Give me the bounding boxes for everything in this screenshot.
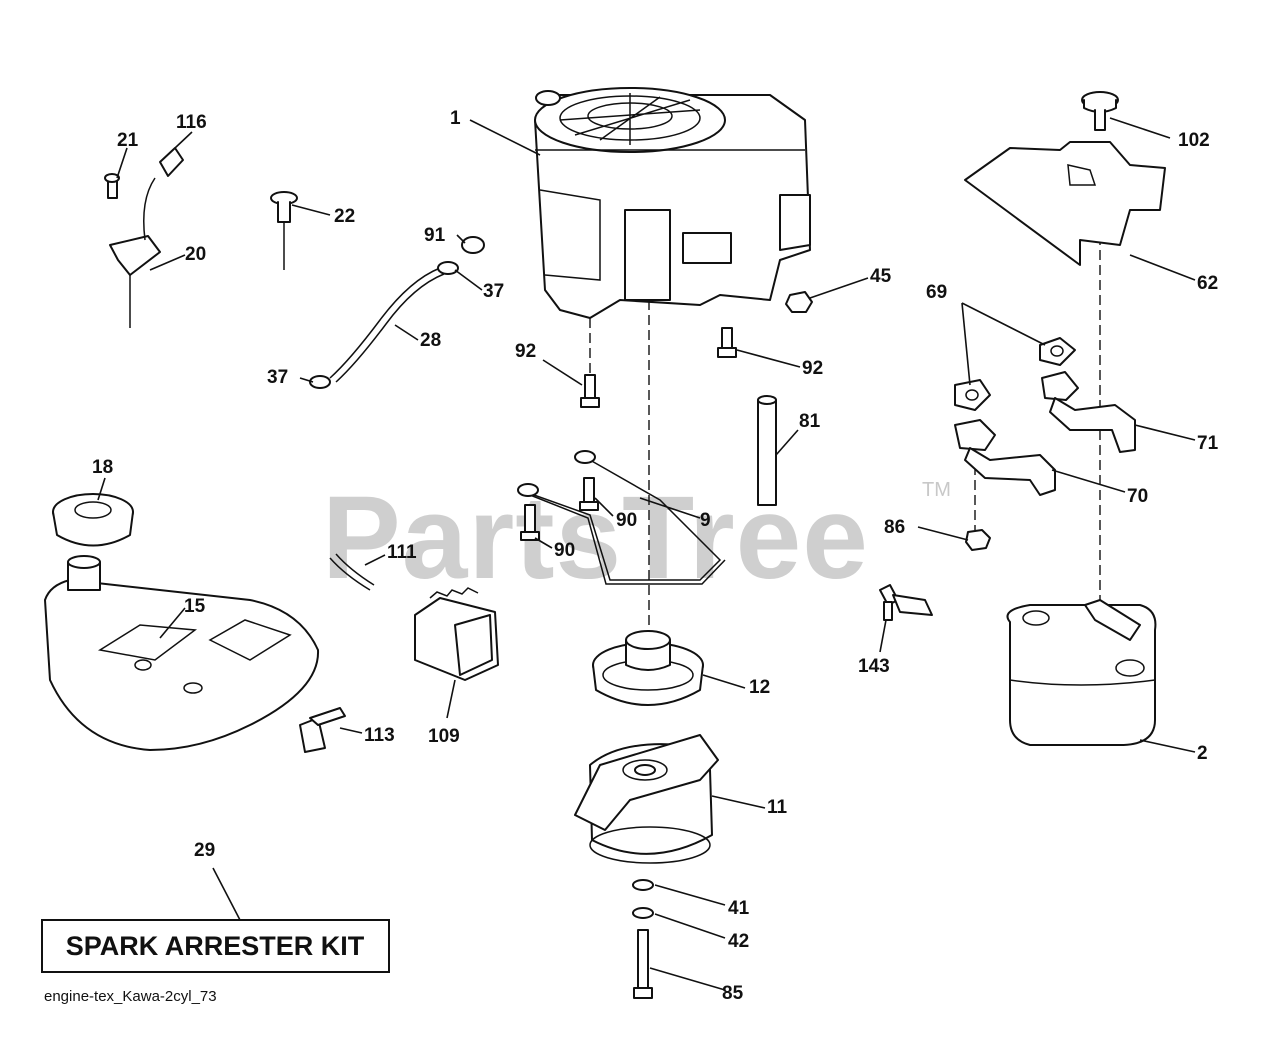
- callout-37-bottom: 37: [267, 367, 288, 388]
- callout-37-top: 37: [483, 281, 504, 302]
- spark-arrester-kit-callout[interactable]: SPARK ARRESTER KIT: [41, 919, 390, 973]
- callout-86: 86: [884, 517, 905, 538]
- callout-15: 15: [184, 596, 206, 617]
- spark-arrester-kit-label: SPARK ARRESTER KIT: [66, 931, 365, 961]
- drawing-identifier: engine-tex_Kawa-2cyl_73: [44, 988, 217, 1005]
- hose-part[interactable]: [329, 553, 375, 591]
- engine-bolt-part[interactable]: [580, 327, 737, 408]
- regulator-part[interactable]: [414, 587, 499, 681]
- callout-69: 69: [926, 282, 947, 303]
- engine-nut-part[interactable]: [785, 291, 813, 313]
- callout-62: 62: [1197, 273, 1218, 294]
- pulley-part[interactable]: [592, 630, 704, 706]
- callout-102: 102: [1178, 130, 1210, 151]
- callout-85: 85: [722, 983, 744, 1004]
- fuel-line-part[interactable]: [329, 267, 445, 383]
- callout-18: 18: [92, 457, 113, 478]
- callout-11: 11: [767, 797, 788, 818]
- callout-70: 70: [1127, 486, 1148, 507]
- callout-2: 2: [1197, 743, 1208, 764]
- callout-71: 71: [1197, 433, 1219, 454]
- nut-part[interactable]: [965, 529, 991, 551]
- callout-91: 91: [424, 225, 446, 246]
- wire-bracket-part[interactable]: [517, 450, 726, 585]
- engine-part[interactable]: [534, 87, 811, 319]
- callout-9: 9: [700, 510, 711, 531]
- leader-lines: [97, 117, 1196, 991]
- throttle-control-part[interactable]: [104, 147, 184, 328]
- switch-part[interactable]: [879, 584, 933, 621]
- fuel-cap-part[interactable]: [52, 493, 134, 547]
- bolt-part[interactable]: [520, 477, 599, 541]
- exhaust-gasket-part[interactable]: [954, 337, 1076, 411]
- callout-21: 21: [117, 130, 139, 151]
- clutch-bolt-part[interactable]: [633, 929, 653, 999]
- callout-28: 28: [420, 330, 441, 351]
- heat-shield-part[interactable]: [964, 141, 1166, 266]
- callout-81: 81: [799, 411, 821, 432]
- fuel-tank-part[interactable]: [44, 555, 320, 751]
- callout-42: 42: [728, 931, 749, 952]
- callout-1: 1: [450, 108, 461, 129]
- callout-41: 41: [728, 898, 750, 919]
- callout-143: 143: [858, 656, 890, 677]
- washer-part[interactable]: [632, 879, 654, 919]
- callout-29: 29: [194, 840, 215, 861]
- callout-92-right: 92: [802, 358, 823, 379]
- callout-113: 113: [364, 725, 395, 746]
- callout-20: 20: [185, 244, 206, 265]
- callout-109: 109: [428, 726, 460, 747]
- callout-90-upper: 90: [616, 510, 637, 531]
- callout-116: 116: [176, 112, 207, 133]
- watermark-trademark: TM: [922, 479, 951, 501]
- callout-22: 22: [334, 206, 355, 227]
- choke-knob-part[interactable]: [270, 191, 298, 270]
- callout-labels: 1 2 9 11 12 15 18 20 21 22 28 29 37 37 4…: [92, 108, 1219, 1004]
- clamp-part[interactable]: [309, 236, 485, 389]
- callout-12: 12: [749, 677, 770, 698]
- callout-92-left: 92: [515, 341, 536, 362]
- callout-45: 45: [870, 266, 892, 287]
- callout-111: 111: [387, 542, 417, 563]
- muffler-part[interactable]: [1006, 599, 1157, 746]
- exhaust-pipe-part[interactable]: [954, 371, 1136, 496]
- watermark-text: PartsTree: [322, 472, 869, 604]
- knob-part[interactable]: [1081, 91, 1119, 131]
- callout-90-lower: 90: [554, 540, 575, 561]
- fuel-valve-part[interactable]: [299, 707, 346, 753]
- clutch-part[interactable]: [574, 734, 719, 864]
- tube-part[interactable]: [757, 395, 777, 506]
